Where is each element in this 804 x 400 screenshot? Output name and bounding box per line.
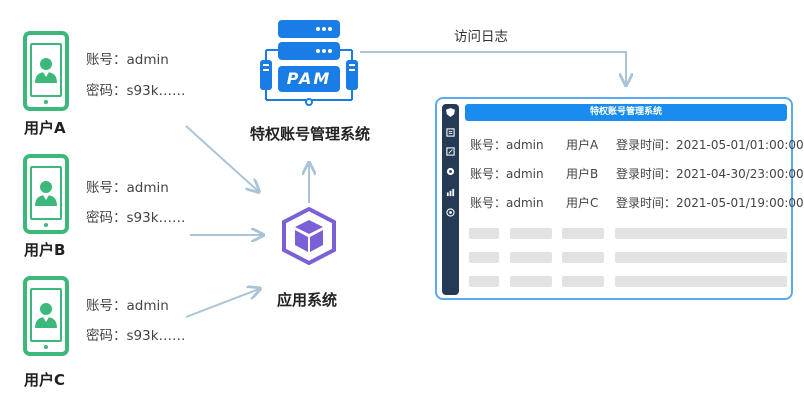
log-user: 用户C xyxy=(566,196,599,210)
document-icon[interactable] xyxy=(446,128,455,137)
user-avatar-icon xyxy=(35,58,57,83)
account-label: 账号： xyxy=(86,180,127,196)
window-title-bar: 特权账号管理系统 xyxy=(465,104,787,121)
placeholder-cell xyxy=(562,228,604,239)
user-c-phone-icon xyxy=(23,276,69,356)
pam-title: 特权账号管理系统 xyxy=(250,125,371,143)
user-c-label: 用户C xyxy=(24,371,66,389)
account-label: 账号： xyxy=(86,52,127,68)
pam-window: 特权账号管理系统 账号：admin 用户A 登录时间：2021-05-01/01… xyxy=(435,97,804,300)
arrow-user-c-to-app xyxy=(185,289,259,318)
placeholder-cell xyxy=(510,228,552,239)
settings-icon[interactable] xyxy=(446,208,455,217)
user-b-account: 账号：admin xyxy=(86,176,169,196)
log-account: 账号：admin xyxy=(470,138,544,152)
user-b-phone-icon xyxy=(23,154,69,234)
app-title: 应用系统 xyxy=(277,291,338,309)
placeholder-cell xyxy=(510,276,552,287)
account-value: admin xyxy=(126,180,169,196)
user-avatar-icon xyxy=(35,181,57,206)
log-user: 用户B xyxy=(566,167,599,181)
placeholder-cell xyxy=(469,252,499,263)
placeholder-cell xyxy=(562,276,604,287)
user-b-label: 用户B xyxy=(24,241,66,259)
user-avatar-icon xyxy=(35,303,57,328)
account-label: 账号： xyxy=(86,298,127,314)
app-system-icon xyxy=(282,206,336,266)
log-user: 用户A xyxy=(566,138,599,152)
placeholder-cell xyxy=(469,228,499,239)
password-label: 密码： xyxy=(86,210,127,226)
pam-server-icon xyxy=(260,20,358,106)
password-value: s93k…… xyxy=(126,328,186,344)
password-value: s93k…… xyxy=(126,210,186,226)
arrow-user-a-to-app xyxy=(185,125,258,191)
log-account: 账号：admin xyxy=(470,196,544,210)
password-label: 密码： xyxy=(86,328,127,344)
user-a-phone-icon xyxy=(23,31,69,111)
password-label: 密码： xyxy=(86,83,127,99)
placeholder-cell xyxy=(615,252,787,263)
window-sidebar xyxy=(442,104,459,295)
user-c-password: 密码：s93k…… xyxy=(86,324,186,344)
user-a-account: 账号：admin xyxy=(86,48,169,68)
log-time: 登录时间：2021-05-01/19:00:00 xyxy=(616,196,804,210)
gear-icon[interactable] xyxy=(446,167,455,176)
placeholder-cell xyxy=(562,252,604,263)
account-value: admin xyxy=(126,52,169,68)
log-time: 登录时间：2021-05-01/01:00:00 xyxy=(616,138,804,152)
user-a-password: 密码：s93k…… xyxy=(86,79,186,99)
pam-badge: PAM xyxy=(286,69,332,88)
placeholder-cell xyxy=(615,228,787,239)
account-value: admin xyxy=(126,298,169,314)
placeholder-cell xyxy=(469,276,499,287)
log-time: 登录时间：2021-04-30/23:00:00 xyxy=(616,167,804,181)
access-log-label: 访问日志 xyxy=(454,29,508,45)
chart-icon[interactable] xyxy=(446,188,455,197)
placeholder-cell xyxy=(615,276,787,287)
user-b-password: 密码：s93k…… xyxy=(86,206,186,226)
user-a-label: 用户A xyxy=(24,119,66,137)
placeholder-cell xyxy=(510,252,552,263)
log-account: 账号：admin xyxy=(470,167,544,181)
arrow-pam-to-log xyxy=(360,51,626,84)
shield-logo-icon xyxy=(446,108,455,117)
edit-icon[interactable] xyxy=(446,147,455,156)
user-c-account: 账号：admin xyxy=(86,294,169,314)
password-value: s93k…… xyxy=(126,83,186,99)
